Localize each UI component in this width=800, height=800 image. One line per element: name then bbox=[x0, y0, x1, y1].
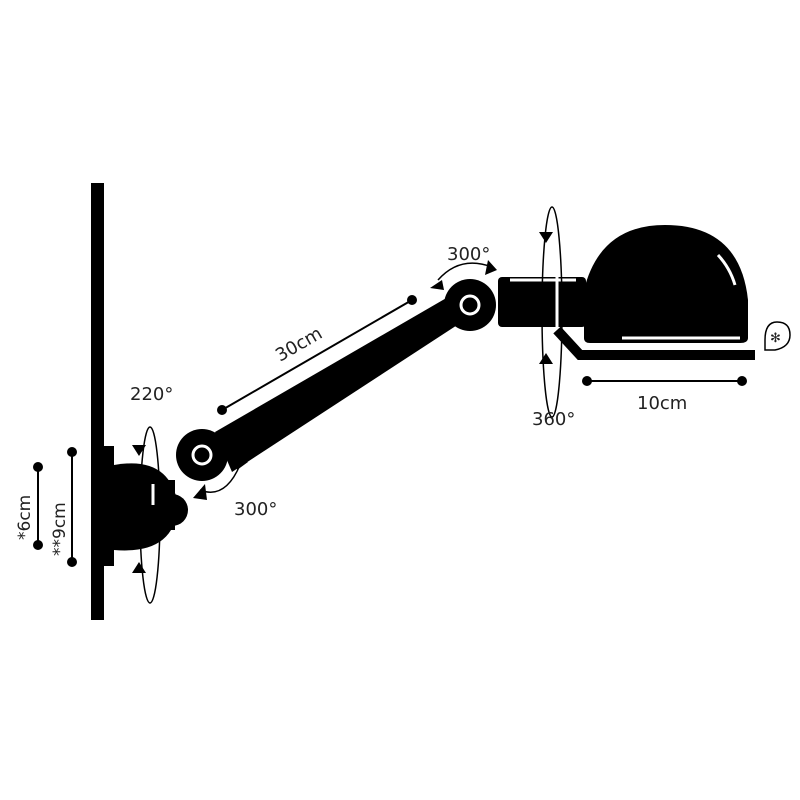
dimension-line-icon bbox=[33, 295, 747, 567]
rotation-arrow-icon bbox=[139, 206, 563, 604]
svg-text:✻: ✻ bbox=[770, 331, 781, 346]
base-large-label: **9cm bbox=[50, 502, 70, 556]
arm-length-label: 30cm bbox=[272, 323, 326, 366]
bulb-drop-icon: ✻ bbox=[764, 321, 791, 351]
elbow-rotation-label: 300° bbox=[234, 499, 277, 520]
arm bbox=[215, 293, 468, 472]
upper-joint bbox=[444, 279, 496, 331]
wall-icon bbox=[91, 183, 104, 620]
lamp-shade bbox=[584, 225, 748, 343]
base-rotation-label: 220° bbox=[130, 384, 173, 405]
bracket bbox=[553, 326, 755, 360]
base-plate bbox=[104, 446, 114, 566]
top-joint-rotation-label: 300° bbox=[447, 244, 490, 265]
lower-joint bbox=[176, 429, 228, 481]
base-small-label: *6cm bbox=[15, 495, 35, 540]
shade-length-label: 10cm bbox=[637, 393, 687, 414]
shade-rotation-label: 360° bbox=[532, 409, 575, 430]
